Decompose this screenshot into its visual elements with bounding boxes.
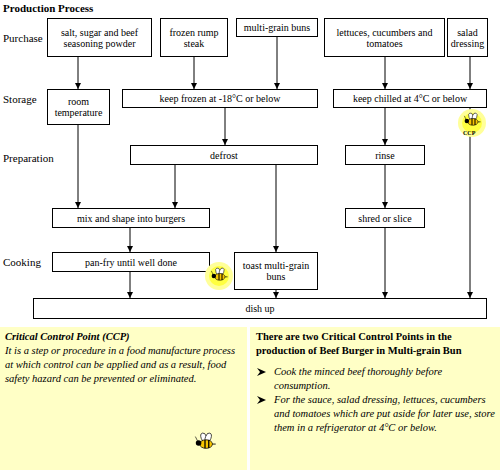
process-box: shred or slice: [345, 208, 425, 228]
box-text: keep frozen at -18°C or below: [160, 93, 281, 104]
stage-label: Cooking: [3, 256, 41, 268]
diagram-title: Production Process: [3, 2, 93, 14]
box-text: rinse: [375, 150, 394, 161]
box-text: toast multi-grain buns: [236, 260, 316, 282]
process-box: toast multi-grain buns: [234, 252, 318, 290]
flow-arrow: [78, 125, 79, 208]
process-box: salt, sugar and beef seasoning powder: [47, 18, 152, 57]
flow-arrow: [385, 228, 386, 298]
box-text: dish up: [245, 303, 274, 314]
ccp-tag: CCP: [463, 130, 475, 137]
connector-group: [78, 37, 470, 298]
process-box: dish up: [33, 298, 487, 319]
stage-label: Preparation: [3, 152, 54, 164]
flow-arrow: [130, 228, 131, 252]
process-box: mix and shape into burgers: [52, 208, 210, 228]
box-text: shred or slice: [358, 213, 411, 224]
flow-arrow: [276, 290, 277, 298]
box-text: mix and shape into burgers: [77, 213, 185, 224]
stage-label: Storage: [3, 93, 37, 105]
flow-arrow: [277, 37, 278, 89]
note-panel: Critical Control Point (CCP)It is a step…: [0, 327, 247, 470]
flow-arrow: [194, 57, 195, 89]
panel-text: It is a step or procedure in a food manu…: [5, 344, 242, 386]
process-box: keep chilled at 4°C or below: [333, 89, 487, 108]
box-text: salad dressing: [449, 27, 486, 49]
flow-arrow: [385, 165, 386, 208]
panel-text: For the sauce, salad dressing, lettuces,…: [274, 393, 496, 435]
bee-icon: [464, 112, 480, 125]
flow-arrow: [175, 165, 176, 208]
box-text: frozen rump steak: [162, 27, 226, 49]
flow-arrow: [225, 108, 226, 145]
stage-label: Purchase: [3, 32, 43, 44]
process-box: frozen rump steak: [160, 18, 228, 57]
process-box: salad dressing: [447, 18, 488, 57]
flow-arrow: [470, 108, 471, 298]
flow-arrow: [385, 57, 386, 89]
flow-arrow: [276, 165, 277, 252]
process-box: rinse: [345, 145, 425, 165]
process-box: lettuces, cucumbers and tomatoes: [324, 18, 445, 57]
flow-arrow: [385, 108, 386, 145]
ccp-glow: [458, 109, 486, 137]
process-box: room temperature: [47, 89, 110, 125]
panel-heading: Critical Control Point (CCP): [5, 330, 242, 344]
process-box: defrost: [130, 145, 318, 165]
flow-arrow: [130, 272, 131, 298]
box-text: keep chilled at 4°C or below: [353, 93, 467, 104]
box-text: defrost: [210, 150, 238, 161]
panel-text: Cook the minced beef thoroughly before c…: [274, 365, 496, 393]
flow-arrow: [78, 57, 79, 89]
note-panel: There are two Critical Control Points in…: [250, 327, 500, 470]
bee-icon: [211, 267, 227, 280]
ccp-icon: [458, 109, 486, 137]
panel-heading: There are two Critical Control Points in…: [256, 330, 496, 358]
process-box: keep frozen at -18°C or below: [122, 89, 318, 108]
box-text: room temperature: [49, 96, 108, 118]
process-box: multi-grain buns: [236, 18, 318, 37]
ccp-glow: [209, 266, 229, 286]
process-box: pan-fry until well done: [52, 252, 210, 272]
flow-arrow: [470, 57, 471, 89]
box-text: lettuces, cucumbers and tomatoes: [326, 27, 443, 49]
box-text: multi-grain buns: [244, 22, 310, 33]
box-text: salt, sugar and beef seasoning powder: [49, 27, 150, 49]
box-text: pan-fry until well done: [85, 257, 177, 268]
